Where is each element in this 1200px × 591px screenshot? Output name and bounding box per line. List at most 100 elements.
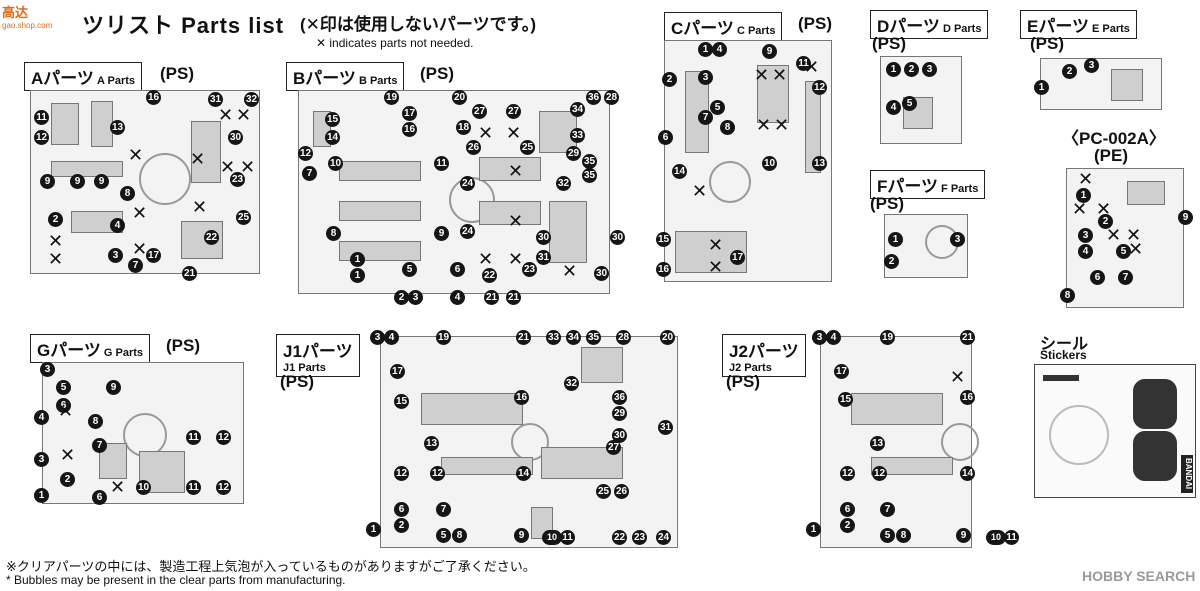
section-j1-sub: J1 Parts	[283, 362, 326, 374]
part-number-badge: 6	[840, 502, 855, 517]
part-number-badge: 7	[436, 502, 451, 517]
part-number-badge: 12	[394, 466, 409, 481]
x-mark-icon: ✕	[218, 105, 234, 125]
section-pc-material: (PE)	[1094, 146, 1128, 165]
section-c-sub: C Parts	[736, 25, 776, 37]
part-number-badge: 1	[350, 268, 365, 283]
part-number-badge: 16	[146, 90, 161, 105]
part-number-badge: 11	[1004, 530, 1019, 545]
part-number-badge: 2	[840, 518, 855, 533]
part-number-badge: 36	[586, 90, 601, 105]
part-number-badge: 33	[570, 128, 585, 143]
part-number-badge: 8	[720, 120, 735, 135]
part-number-badge: 15	[325, 112, 340, 127]
x-mark-icon: ✕	[1106, 225, 1122, 245]
part-number-badge: 2	[60, 472, 75, 487]
part-number-badge: 12	[872, 466, 887, 481]
part-number-badge: 19	[384, 90, 399, 105]
part-block	[541, 447, 623, 479]
x-mark-icon: ✕	[1072, 199, 1088, 219]
part-number-badge: 2	[884, 254, 899, 269]
part-number-badge: 27	[606, 440, 621, 455]
part-number-badge: 29	[612, 406, 627, 421]
part-number-badge: 14	[516, 466, 531, 481]
part-block	[581, 347, 623, 383]
x-mark-icon: ✕	[950, 367, 966, 387]
part-number-badge: 28	[604, 90, 619, 105]
x-mark-icon: ✕	[478, 123, 494, 143]
part-number-badge: 6	[92, 490, 107, 505]
part-number-badge: 32	[564, 376, 579, 391]
part-number-badge: 6	[450, 262, 465, 277]
part-number-badge: 4	[34, 410, 49, 425]
part-block	[851, 393, 943, 425]
part-number-badge: 1	[350, 252, 365, 267]
section-j1-material: (PS)	[280, 372, 314, 391]
site-watermark: 高达 gao.shop.com	[2, 2, 66, 38]
part-number-badge: 25	[520, 140, 535, 155]
part-number-badge: 9	[40, 174, 55, 189]
part-number-badge: 30	[536, 230, 551, 245]
part-number-badge: 21	[516, 330, 531, 345]
part-number-badge: 4	[826, 330, 841, 345]
part-number-badge: 3	[1078, 228, 1093, 243]
x-mark-icon: ✕	[774, 115, 790, 135]
part-number-badge: 28	[616, 330, 631, 345]
bandai-logo-icon: BANDAI	[1181, 455, 1193, 493]
part-number-badge: 3	[950, 232, 965, 247]
section-label-j2: J2パーツ J2 Parts	[722, 334, 806, 377]
section-b-material: (PS)	[420, 64, 454, 83]
footer-note-en: * Bubbles may be present in the clear pa…	[6, 573, 346, 587]
part-number-badge: 24	[656, 530, 671, 545]
part-number-badge: 4	[712, 42, 727, 57]
part-number-badge: 5	[880, 528, 895, 543]
x-mark-icon: ✕	[1128, 239, 1144, 259]
part-number-badge: 3	[1084, 58, 1099, 73]
x-mark-icon: ✕	[754, 65, 770, 85]
part-number-badge: 2	[904, 62, 919, 77]
part-number-badge: 5	[1116, 244, 1131, 259]
part-block	[549, 201, 587, 263]
x-mark-icon: ✕	[478, 249, 494, 269]
part-block	[479, 157, 541, 181]
x-mark-icon: ✕	[48, 231, 64, 251]
part-number-badge: 20	[660, 330, 675, 345]
section-f-title: Fパーツ	[877, 177, 939, 196]
part-block	[757, 65, 789, 123]
x-mark-icon: ✕	[692, 181, 708, 201]
part-number-badge: 11	[560, 530, 575, 545]
part-number-badge: 17	[834, 364, 849, 379]
part-number-badge: 3	[698, 70, 713, 85]
part-number-badge: 19	[880, 330, 895, 345]
unused-note-en: ✕ indicates parts not needed.	[316, 36, 474, 50]
part-number-badge: 32	[244, 92, 259, 107]
part-number-badge: 7	[92, 438, 107, 453]
part-number-badge: 12	[840, 466, 855, 481]
sprue-c	[664, 40, 832, 282]
sprue-a	[30, 90, 260, 274]
part-number-badge: 12	[812, 80, 827, 95]
part-number-badge: 23	[230, 172, 245, 187]
part-number-badge: 1	[34, 488, 49, 503]
part-number-badge: 2	[1098, 214, 1113, 229]
x-mark-icon: ✕	[562, 261, 578, 281]
part-number-badge: 2	[662, 72, 677, 87]
section-j2-material: (PS)	[726, 372, 760, 391]
section-d-title: Dパーツ	[877, 17, 940, 36]
part-block	[191, 121, 221, 183]
part-number-badge: 16	[656, 262, 671, 277]
section-a-title: Aパーツ	[31, 69, 94, 88]
part-number-badge: 30	[228, 130, 243, 145]
page-title: ツリスト Parts list	[82, 13, 285, 38]
x-mark-icon: ✕	[1078, 169, 1094, 189]
section-e-sub: E Parts	[1092, 23, 1130, 35]
part-number-badge: 31	[536, 250, 551, 265]
part-number-badge: 3	[408, 290, 423, 305]
part-number-badge: 25	[596, 484, 611, 499]
part-number-badge: 8	[896, 528, 911, 543]
part-number-badge: 27	[472, 104, 487, 119]
x-mark-icon: ✕	[220, 157, 236, 177]
